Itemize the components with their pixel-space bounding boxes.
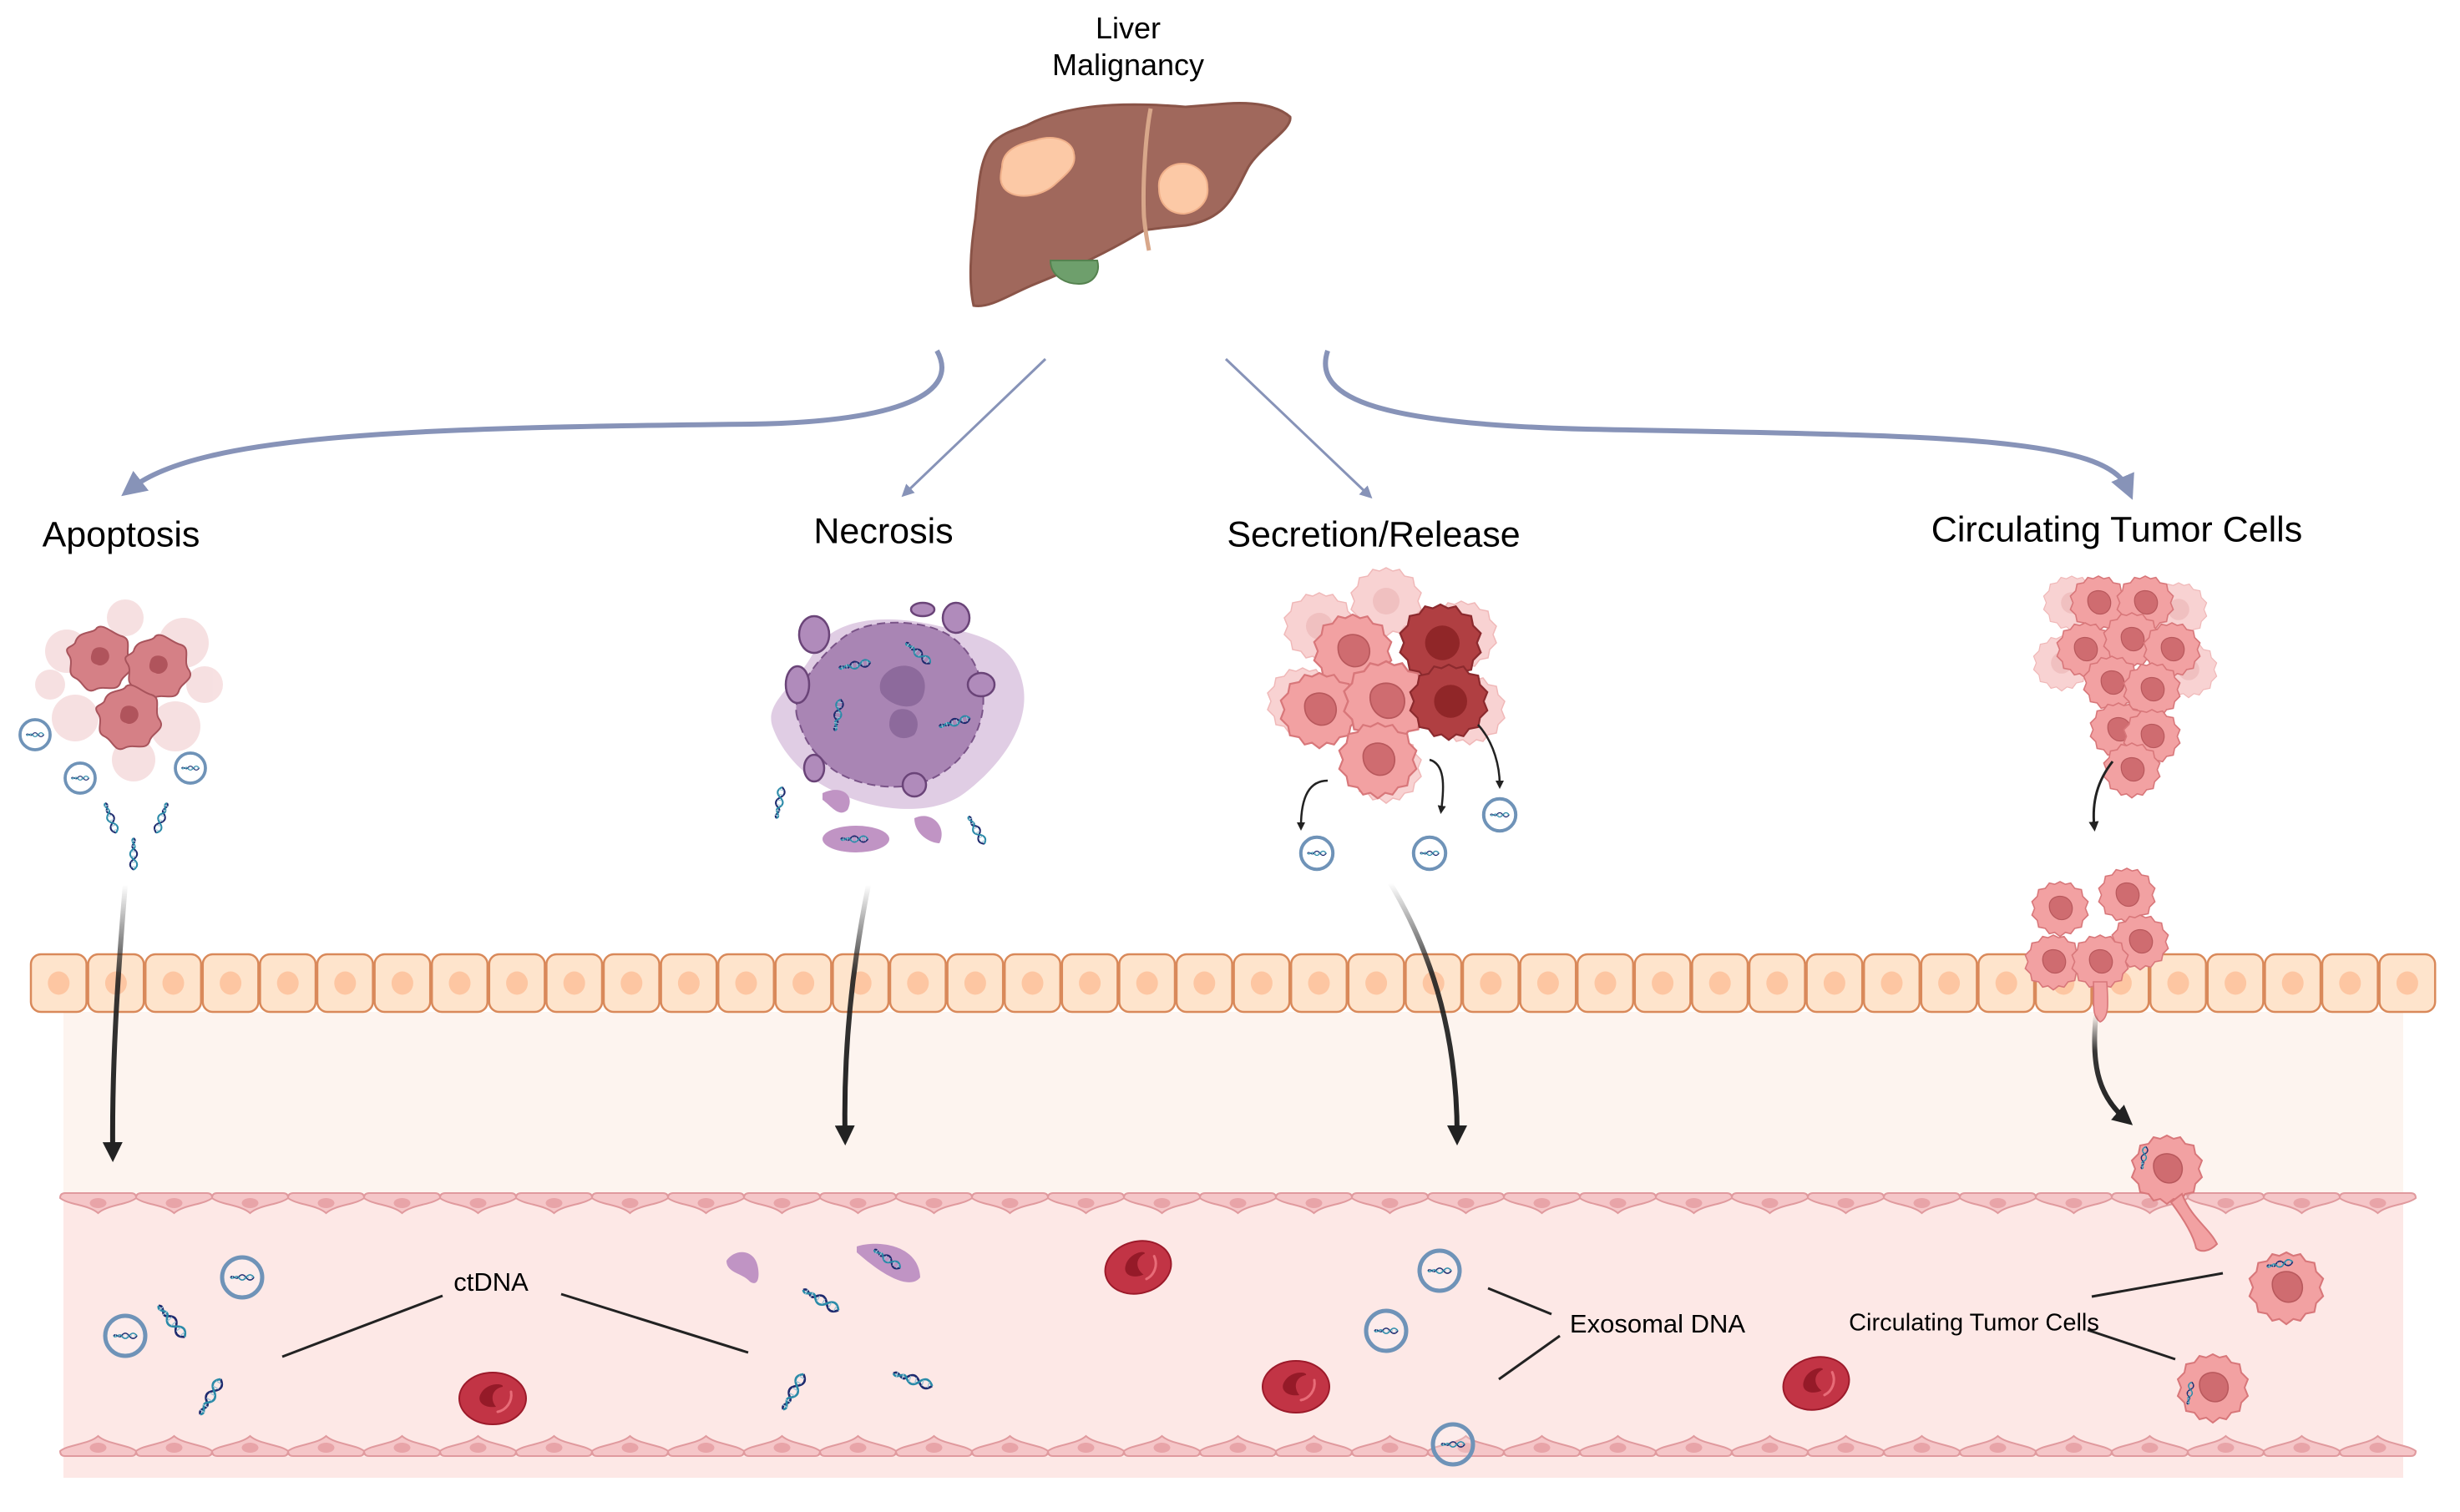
flow-arrows [121,349,2134,500]
hepatocyte-icon [144,953,203,1014]
red-blood-cell-icon [458,1371,528,1426]
endothelial-cell-icon [2338,1434,2417,1457]
hepatocyte-icon [1289,953,1349,1014]
secretion-exosome-icon [1414,837,1445,869]
hepatocyte-icon [316,953,374,1014]
hepatocyte-icon [29,953,88,1014]
secretion-exosome-icon [1484,799,1516,831]
hepatocyte-icon [1748,953,1806,1014]
label-apoptosis: Apoptosis [42,514,200,555]
endothelial-cell-icon [742,1434,822,1457]
necrotic-cell-icon [771,601,1025,852]
vessel-exosome-icon [105,1316,145,1356]
hepatocyte-icon [774,953,833,1014]
hepatocyte-icon [888,953,947,1014]
apoptosis-exosome-icon [20,720,50,750]
hepatocyte-layer [29,953,2437,1014]
hepatocyte-icon [1060,953,1119,1014]
title-line-2: Malignancy [1051,48,1205,82]
hepatocyte-icon [488,953,546,1014]
intravasating-ctc-icon [2024,867,2169,1023]
apoptosis-exosome-icon [65,763,95,793]
secretion-release-arrows [1297,724,1504,831]
label-ctc-vessel: Circulating Tumor Cells [1849,1309,2099,1337]
endothelial-cell-icon [2338,1192,2417,1215]
endothelial-cell-icon [1274,1192,1354,1215]
endothelium-top [58,1192,2417,1215]
hepatocyte-icon [1175,953,1233,1014]
hepatocyte-icon [1691,953,1749,1014]
hepatocyte-icon [1519,953,1577,1014]
endothelial-cell-icon [2262,1434,2341,1457]
endothelial-cell-icon [1046,1192,1126,1215]
label-secretion-release: Secretion/Release [1227,514,1521,555]
hepatocyte-icon [1805,953,1864,1014]
necrosis-dna-icon [772,785,787,820]
title-line-1: Liver [1095,11,1162,45]
hepatocyte-icon [1862,953,1921,1014]
vessel-exosome-icon [1420,1251,1460,1291]
hepatocyte-icon [1003,953,1062,1014]
hepatocyte-icon [259,953,317,1014]
hepatocyte-icon [1633,953,1692,1014]
apoptosis-dna-icon [129,837,139,871]
hepatocyte-icon [2378,953,2437,1014]
vessel-exosome-icon [1366,1311,1406,1351]
red-blood-cell-icon [1261,1359,1331,1414]
apoptosis-exosome-icon [175,753,205,783]
hepatocyte-icon [716,953,776,1014]
hepatocyte-icon [1233,953,1291,1014]
hepatocyte-icon [1977,953,2036,1014]
hepatocyte-icon [1347,953,1405,1014]
hepatocyte-icon [430,953,489,1014]
hepatocyte-icon [1461,953,1520,1014]
label-necrosis: Necrosis [813,511,954,552]
secretion-exosome-icon [1301,837,1333,869]
hepatocyte-icon [660,953,718,1014]
hepatocyte-icon [946,953,1005,1014]
endothelial-cell-icon [1882,1192,1961,1215]
label-exosomal-dna: Exosomal DNA [1569,1309,1746,1338]
liver-icon [969,102,1292,308]
label-ctdna: ctDNA [453,1267,529,1297]
apoptosis-dna-icon [101,801,120,836]
hepatocyte-icon [373,953,432,1014]
arrow-to-necrosis [901,357,1047,498]
interstitium [63,1012,2403,1194]
hepatocyte-icon [2321,953,2379,1014]
arrow-to-secretion [1224,357,1373,499]
hepatocyte-icon [2206,953,2265,1014]
hepatocyte-icon [2149,953,2208,1014]
hepatocyte-icon [1118,953,1177,1014]
hepatocyte-icon [602,953,661,1014]
blood-vessel [63,1194,2403,1478]
tumor-cell-cluster-icon [1267,567,1506,804]
hepatocyte-icon [545,953,604,1014]
hepatocyte-icon [1576,953,1635,1014]
leader-lines [281,1272,2224,1381]
diagram-title: Liver Malignancy [1052,10,1204,83]
ctc-release-arrow [2088,761,2114,832]
tissue-release-arrows [102,882,2134,1162]
endothelium-bottom [58,1434,2417,1457]
apoptosis-dna-icon [152,801,171,836]
vessel-exosome-icon [222,1257,262,1297]
extravasating-ctc-icon [2131,1135,2219,1252]
hepatocyte-icon [832,953,890,1014]
hepatocyte-icon [201,953,260,1014]
arrow-to-ctc [1323,350,2134,500]
necrosis-dna-icon [964,813,989,847]
apoptotic-cell-icon [35,599,223,781]
hepatocyte-icon [1920,953,1978,1014]
label-circulating-tumor-cells: Circulating Tumor Cells [1931,509,2303,550]
purple-fragment [726,1252,759,1283]
ctc-cluster-icon [2032,575,2218,799]
hepatocyte-icon [2264,953,2322,1014]
vessel-exosome-icon [1433,1424,1473,1464]
arrow-to-apoptosis [121,349,944,497]
